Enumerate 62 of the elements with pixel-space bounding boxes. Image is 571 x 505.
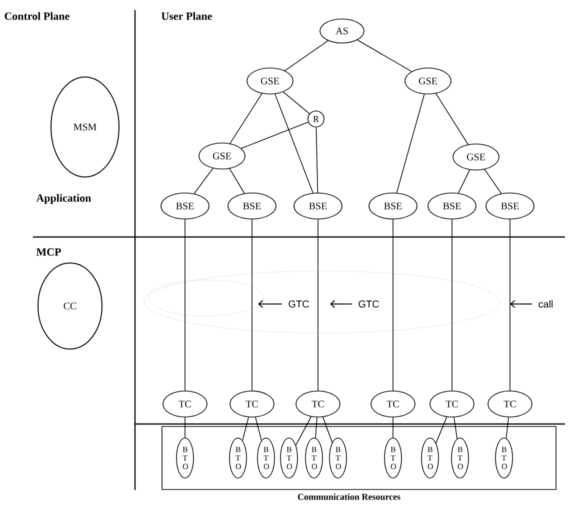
connector-line [316,127,318,193]
ellipse-node: AS [320,18,364,44]
ellipse-node: BSE [368,192,418,220]
ellipse-node: TC [488,390,532,418]
ellipse-node: B T O [329,438,347,478]
connector-line [315,416,318,438]
ellipse-node: GSE [452,144,500,170]
connector-line [282,92,310,114]
connector-line [184,219,186,391]
ellipse-node: MSM [50,76,120,178]
ellipse-node: B T O [421,438,439,478]
ellipse-node: GSE [198,142,246,170]
ellipse-node: B T O [495,438,513,478]
ellipse-node: BSE [228,192,276,220]
connector-line [274,94,314,194]
connector-line [230,93,262,144]
signal-label: GTC [288,300,309,308]
ellipse-node: B T O [384,438,402,478]
circle-node: R [308,110,324,128]
node-label: Communication Resources [298,494,400,500]
plane-heading: Control Plane [4,12,70,20]
ellipse-node: TC [296,390,340,418]
connector-line [484,169,502,194]
signal-label: GTC [358,300,379,308]
ellipse-node: B T O [451,438,469,478]
connector-line [322,416,333,443]
connector-line [284,40,328,72]
ellipse-node: TC [162,390,208,418]
plane-heading: User Plane [161,12,212,20]
connector-line [184,417,186,438]
ellipse-node: BSE [428,192,476,220]
connector-line [296,416,312,446]
connector-line [506,416,509,439]
ellipse-node: B T O [257,438,275,478]
ellipse-node: GSE [404,68,452,94]
ellipse-node: TC [370,390,416,418]
connector-line [436,416,448,444]
connector-line [255,416,262,441]
connector-line [357,40,412,72]
ellipse-node: GSE [246,68,294,94]
connector-line [242,416,249,441]
ellipse-node: TC [430,390,474,418]
ellipse-node: B T O [305,438,323,478]
connector-line [458,170,470,194]
connector-line [229,168,245,194]
connector-line [454,416,458,440]
connector-line [240,122,309,149]
ellipse-node: BSE [294,192,342,220]
ellipse-node: B T O [176,438,194,478]
ellipse-node: CC [38,262,102,350]
connector-line [392,219,394,391]
connector-line [436,93,468,145]
signal-label: call [538,300,553,308]
ellipse-node: BSE [160,192,210,220]
connector-line [194,168,214,194]
plane-heading: Application [36,194,92,204]
ellipse-node: BSE [486,192,534,220]
ellipse-node: B T O [229,438,247,478]
connector-line [396,94,425,194]
connector-line [392,417,394,438]
ellipse-node: TC [230,390,274,418]
ellipse-node: B T O [280,438,298,478]
